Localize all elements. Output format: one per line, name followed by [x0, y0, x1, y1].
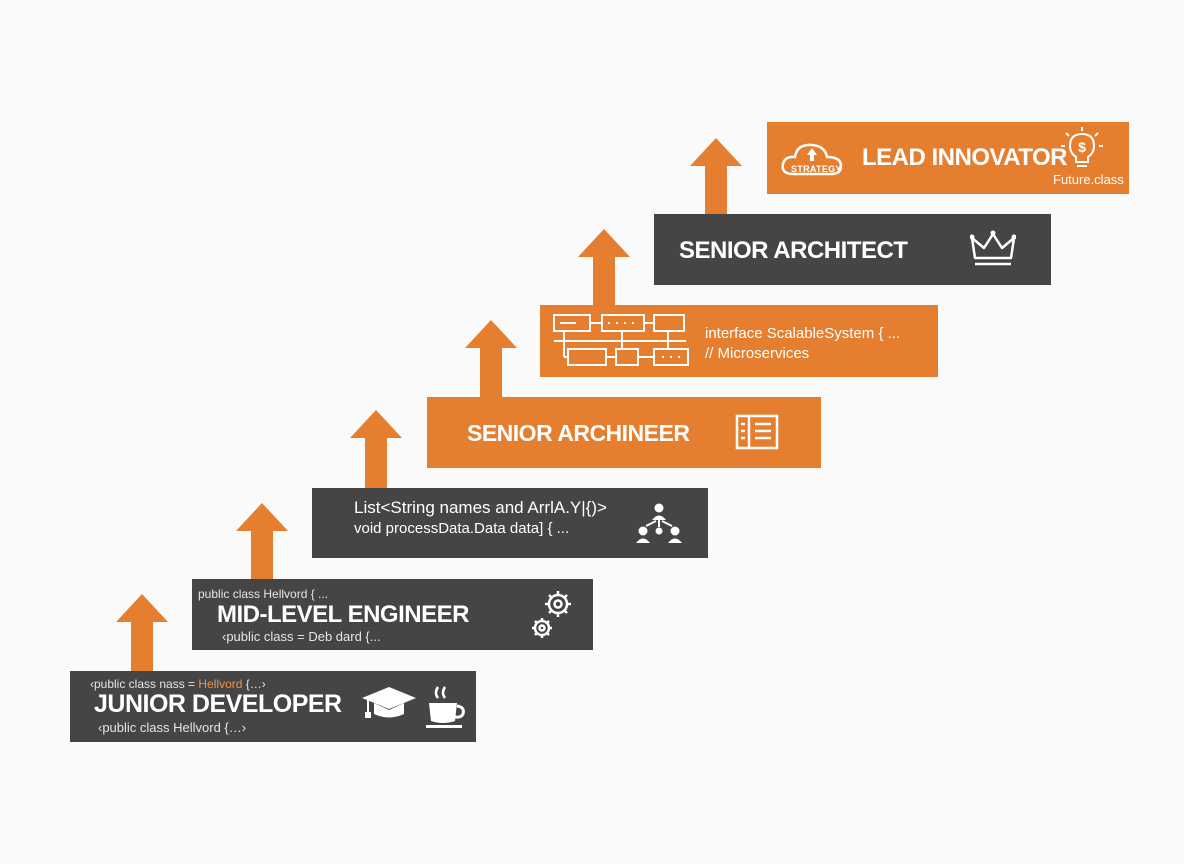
mid-title: MID-LEVEL ENGINEER [217, 601, 469, 628]
lead-badge: STRATEGY [791, 164, 842, 174]
junior-code-top-prefix: ‹public class nass = [90, 677, 199, 691]
data-code-line2: void processData.Data data] { ... [354, 520, 570, 537]
step-junior-developer: ‹public class nass = Hellvord {…› JUNIOR… [70, 671, 476, 742]
system-diagram-icon [553, 314, 689, 366]
graduation-cap-icon [362, 687, 416, 718]
step-senior-archineer: SENIOR ARCHINEER [427, 397, 821, 468]
document-icon [735, 414, 779, 450]
junior-code-top-suffix: {…› [242, 677, 266, 691]
junior-title: JUNIOR DEVELOPER [94, 690, 342, 718]
scalable-code-line2: // Microservices [705, 345, 810, 362]
archineer-title: SENIOR ARCHINEER [467, 420, 690, 446]
mid-code-top: public class Hellvord { ... [198, 587, 329, 601]
team-hierarchy-icon [636, 503, 682, 543]
step-scalable-system: interface ScalableSystem { ... // Micros… [540, 305, 938, 377]
lightbulb-dollar-icon: $ [1061, 127, 1103, 167]
arrow-up-2 [236, 503, 288, 580]
arrow-up-6 [690, 138, 742, 215]
crown-icon [970, 230, 1016, 266]
lead-title: LEAD INNOVATOR [862, 144, 1068, 171]
data-code-line1: List<String names and ArrlA.Y|{)> [354, 498, 607, 517]
scalable-code-line1: interface ScalableSystem { ... [705, 325, 901, 342]
step-mid-level-engineer: public class Hellvord { ... MID-LEVEL EN… [192, 579, 593, 650]
junior-code-top-highlight: Hellvord [198, 677, 243, 691]
arrow-up-5 [578, 229, 630, 306]
step-lead-innovator: STRATEGY LEAD INNOVATOR $ Future.class [767, 122, 1129, 194]
arrow-up-3 [350, 410, 402, 489]
arrow-up-1 [116, 594, 168, 671]
mid-code-bottom: ‹public class = Deb dard {... [222, 629, 381, 644]
junior-code-top: ‹public class nass = Hellvord {…› [90, 677, 266, 691]
svg-text:$: $ [1078, 139, 1086, 155]
arrow-up-4 [465, 320, 517, 398]
gears-icon [532, 591, 571, 638]
junior-code-bottom: ‹public class Hellvord {…› [98, 720, 247, 735]
step-data-processing: List<String names and ArrlA.Y|{)> void p… [312, 488, 708, 558]
strategy-cloud-icon [781, 143, 843, 176]
step-senior-architect: SENIOR ARCHITECT [654, 214, 1051, 285]
coffee-cup-icon [426, 686, 465, 728]
lead-file: Future.class [1053, 172, 1124, 187]
architect-title: SENIOR ARCHITECT [679, 237, 908, 264]
